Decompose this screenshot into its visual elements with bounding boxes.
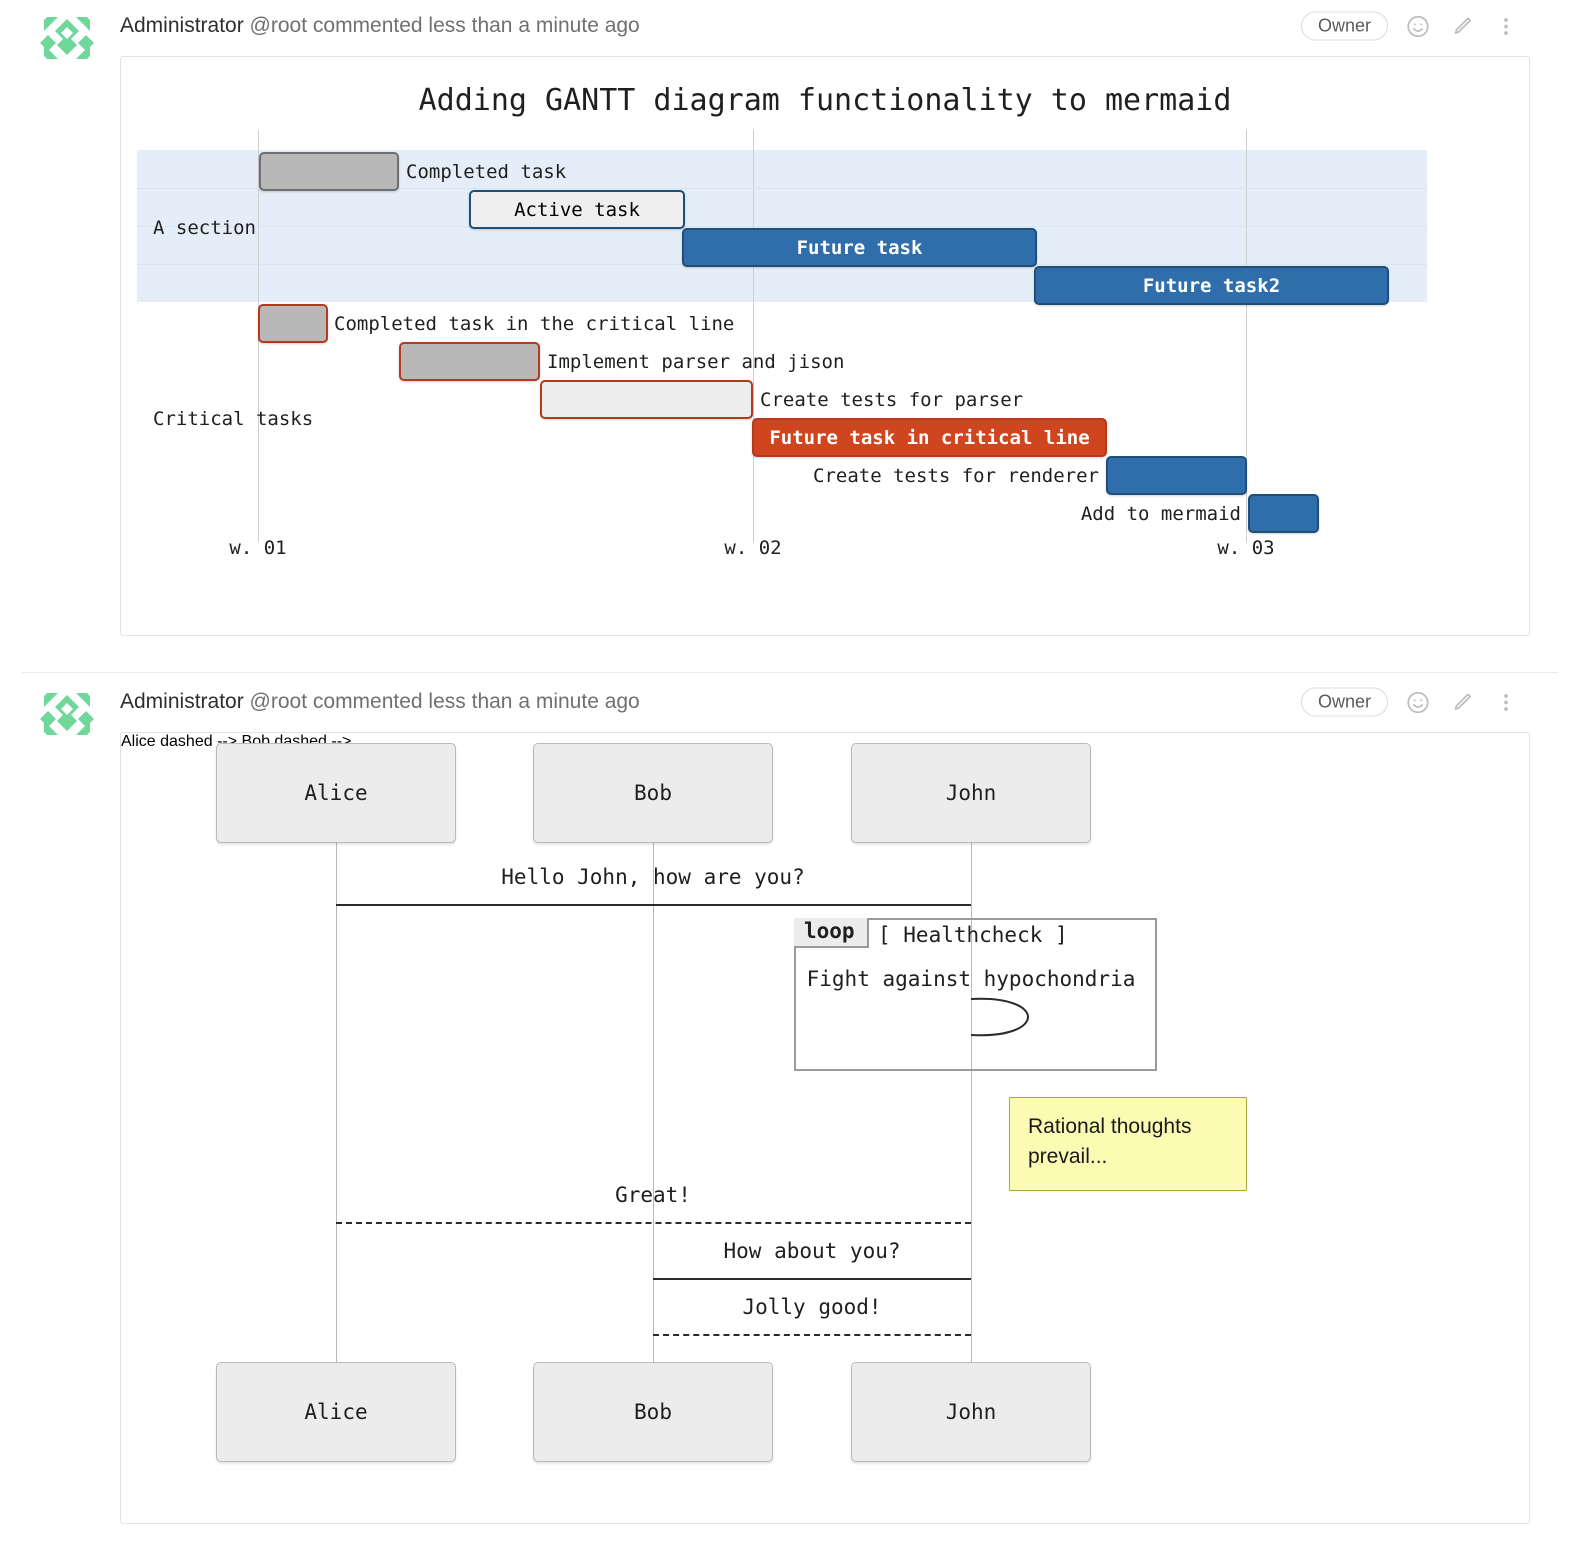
comment-divider [22,672,1558,673]
actor-alice-bottom[interactable]: Alice [216,1362,456,1462]
gantt-card: Adding GANTT diagram functionality to me… [120,56,1530,636]
gantt-label-create-tests-parser: Create tests for parser [760,388,1024,411]
gantt-bar-create-tests-parser[interactable] [540,380,753,419]
gantt-label-create-tests-renderer: Create tests for renderer [813,464,1099,487]
gantt-bar-active-task[interactable]: Active task [469,190,685,229]
lifeline-john [971,843,972,1409]
actor-bob-bottom[interactable]: Bob [533,1362,773,1462]
gantt-bar-future-task[interactable]: Future task [682,228,1037,267]
gantt-bar-completed-task[interactable] [259,152,399,191]
sequence-card: Alice Bob John Hello John, how are you? … [120,732,1530,1524]
comment-header-actions: Owner [1300,11,1520,41]
message-text-3: How about you? [723,1239,901,1263]
gantt-axis-tick-w01: w. 01 [229,537,287,559]
actor-john-top[interactable]: John [851,743,1091,843]
avatar[interactable] [38,9,96,67]
gantt-bar-add-to-mermaid[interactable] [1248,494,1319,533]
gantt-chart: Adding GANTT diagram functionality to me… [121,57,1529,635]
lifeline-bob [653,843,654,1409]
owner-badge: Owner [1300,11,1388,41]
gantt-axis-tick-w03: w. 03 [1217,537,1275,559]
gantt-label-add-to-mermaid: Add to mermaid [1080,502,1241,525]
gantt-gridline-w03 [1246,130,1247,542]
note-line-1: Rational thoughts [1028,1115,1192,1138]
loop-box [794,918,1157,1071]
actor-john-bottom[interactable]: John [851,1362,1091,1462]
comment-2: Administrator @root commented less than … [0,676,1580,1524]
self-loop-arc [970,997,1029,1037]
byline: Administrator @root commented less than … [120,14,640,38]
gantt-title: Adding GANTT diagram functionality to me… [418,83,1232,118]
gantt-bar-future-critical[interactable]: Future task in critical line [752,418,1107,457]
gantt-label-implement-parser: Implement parser and jison [547,350,845,373]
message-line-3 [653,1278,971,1280]
more-icon[interactable] [1492,688,1520,716]
emoji-icon[interactable] [1404,12,1432,40]
message-text-2: Great! [615,1183,691,1207]
gantt-bar-create-tests-renderer[interactable] [1106,456,1247,495]
note-rational-thoughts: Rational thoughts prevail... [1009,1097,1247,1191]
comment-meta: @root commented less than a minute ago [249,14,640,37]
more-icon[interactable] [1492,12,1520,40]
gantt-label-completed-task: Completed task [406,160,567,183]
gantt-section-label-critical: Critical tasks [153,408,314,430]
comment-header-actions: Owner [1300,687,1520,717]
edit-icon[interactable] [1448,12,1476,40]
gantt-axis-tick-w02: w. 02 [724,537,782,559]
loop-tag: loop [794,918,869,948]
byline: Administrator @root commented less than … [120,690,640,714]
actor-alice-top[interactable]: Alice [216,743,456,843]
message-line-1 [336,904,971,906]
edit-icon[interactable] [1448,688,1476,716]
avatar[interactable] [38,685,96,743]
message-line-4 [653,1334,971,1336]
note-line-2: prevail... [1028,1145,1108,1169]
comment-author: Administrator [120,14,244,37]
gantt-bar-future-task2[interactable]: Future task2 [1034,266,1389,305]
comment-header-2: Administrator @root commented less than … [0,676,1580,743]
lifeline-alice [336,843,337,1409]
gantt-label-completed-critical: Completed task in the critical line [334,312,735,335]
gantt-gridline-w02 [753,130,754,542]
gantt-row-sep [137,188,1427,189]
comment-meta: @root commented less than a minute ago [249,690,640,713]
loop-message: Fight against hypochondria [806,967,1136,991]
comment-1: Administrator @root commented less than … [0,0,1580,636]
comment-header-1: Administrator @root commented less than … [0,0,1580,67]
message-line-2 [336,1222,971,1224]
gantt-row-sep [137,226,1427,227]
loop-condition: [ Healthcheck ] [878,923,1068,947]
message-text-4: Jolly good! [742,1295,882,1319]
sequence-diagram: Alice Bob John Hello John, how are you? … [121,733,1529,1523]
owner-badge: Owner [1300,687,1388,717]
actor-bob-top[interactable]: Bob [533,743,773,843]
message-text-1: Hello John, how are you? [501,865,805,889]
gantt-bar-implement-parser[interactable] [399,342,540,381]
emoji-icon[interactable] [1404,688,1432,716]
gantt-bar-completed-critical[interactable] [258,304,328,343]
gantt-section-label-a: A section [153,217,256,239]
comment-author: Administrator [120,690,244,713]
